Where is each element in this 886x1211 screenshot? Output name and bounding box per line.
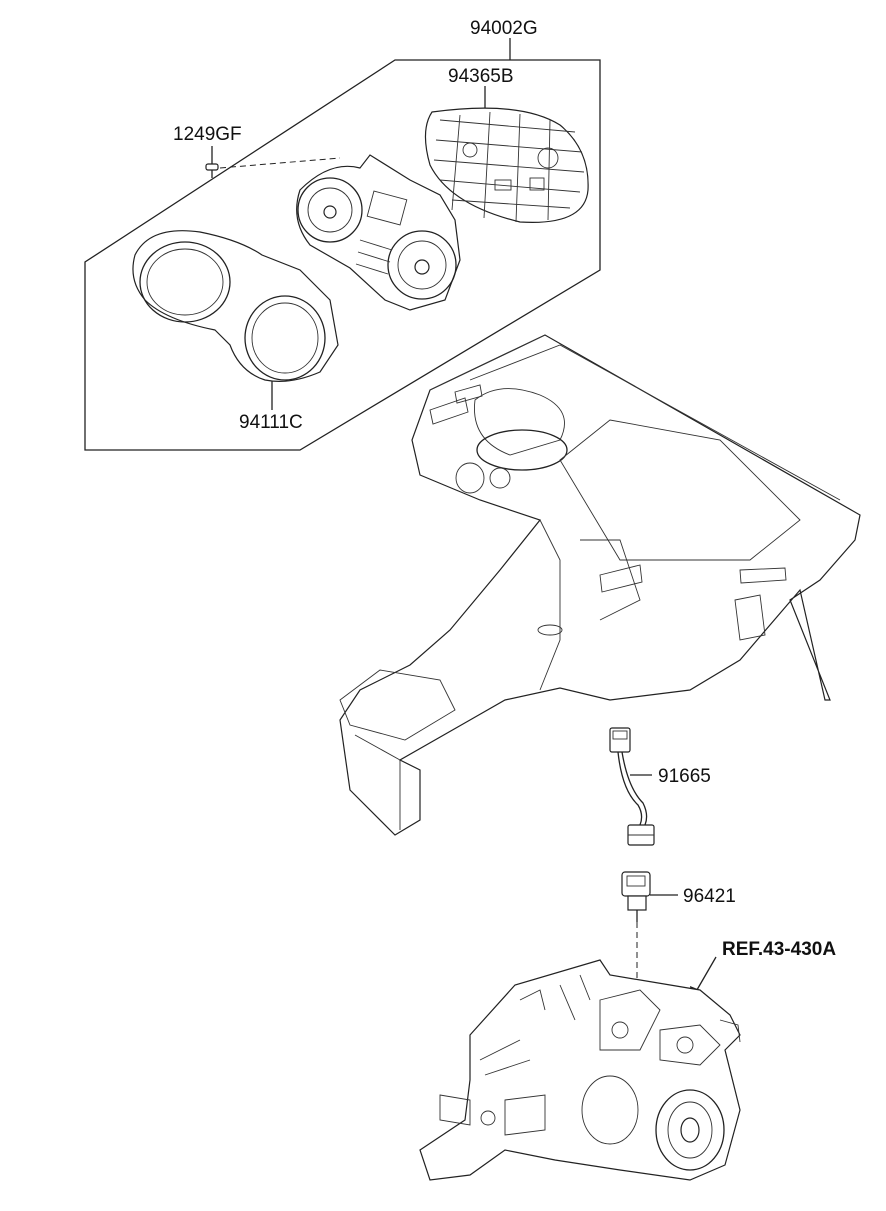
transaxle-part xyxy=(419,959,741,1181)
screw-part xyxy=(205,157,341,178)
label-sensor: 96421 xyxy=(683,886,736,907)
label-reference: REF.43-430A xyxy=(722,939,836,960)
gauge-board-part xyxy=(296,154,461,311)
label-lens: 94111C xyxy=(239,412,303,433)
leader-reference xyxy=(693,956,717,996)
lens-bezel-part xyxy=(132,230,339,382)
sensor-part xyxy=(621,871,651,990)
label-screw: 1249GF xyxy=(173,124,242,145)
label-case: 94365B xyxy=(448,66,514,87)
label-harness: 91665 xyxy=(658,766,711,787)
dashboard-part xyxy=(339,334,861,836)
cluster-case-part xyxy=(424,107,589,223)
assembly-boundary xyxy=(84,59,601,451)
harness-part xyxy=(609,727,655,846)
label-assembly: 94002G xyxy=(470,18,538,39)
